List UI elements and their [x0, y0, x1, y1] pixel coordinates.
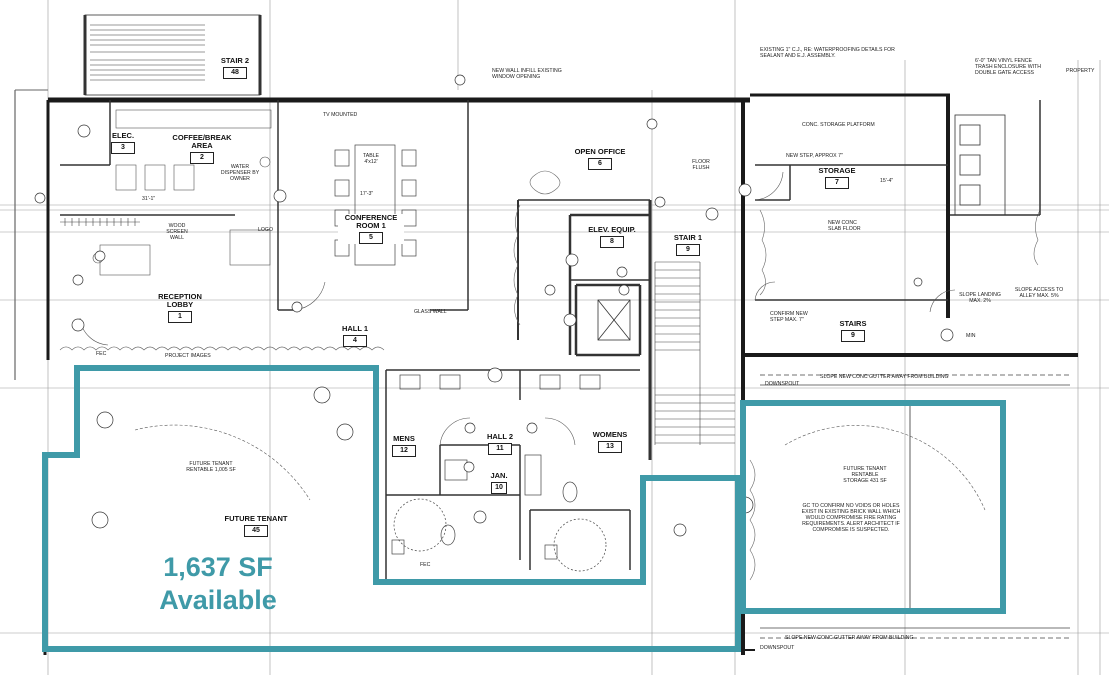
room-future-tenant: FUTURE TENANT 45 — [218, 515, 294, 537]
room-number: 48 — [223, 66, 247, 79]
room-name: FUTURE TENANT — [224, 514, 288, 523]
room-name: STAIRS — [839, 319, 867, 328]
room-name: STORAGE — [818, 166, 856, 175]
note-dim-17-3: 17'-3" — [360, 191, 374, 197]
room-name: COFFEE/BREAK AREA — [172, 133, 232, 150]
room-number: 6 — [588, 157, 612, 170]
note-tv: TV MOUNTED — [323, 112, 358, 118]
note-slope-gutter-bottom: SLOPE NEW CONC GUTTER AWAY FROM BUILDING — [785, 635, 914, 641]
note-conc-platform: CONC. STORAGE PLATFORM — [802, 122, 875, 128]
trash-enclosure — [950, 100, 1041, 216]
room-number: 4 — [343, 334, 367, 347]
note-downspout-top: DOWNSPOUT — [765, 381, 800, 387]
callout-markers — [34, 74, 954, 537]
room-name: MENS — [393, 434, 415, 443]
room-name: OPEN OFFICE — [574, 147, 626, 156]
room-number: 9 — [841, 329, 865, 342]
room-name: STAIR 1 — [673, 233, 703, 242]
room-conference: CONFERENCE ROOM 1 5 — [338, 214, 404, 244]
note-slope-landing: SLOPE LANDING MAX. 2% — [959, 292, 1001, 304]
room-stair-1: STAIR 1 9 — [668, 234, 708, 256]
note-wood-screen: WOOD SCREEN WALL — [166, 223, 188, 241]
note-fec-left: FEC — [96, 351, 107, 357]
room-hall-1: HALL 1 4 — [335, 325, 375, 347]
note-water: WATER DISPENSER BY OWNER — [220, 164, 260, 182]
room-stairs: STAIRS 9 — [830, 320, 876, 342]
note-existing-cj: EXISTING 1" C.J., RE: WATERPROOFING DETA… — [760, 47, 895, 59]
note-table: TABLE 4'x12' — [362, 153, 380, 165]
room-name: RECEPTION LOBBY — [158, 292, 202, 309]
room-number: 7 — [825, 176, 849, 189]
note-confirm-step: CONFIRM NEW STEP MAX. 7" — [770, 311, 808, 323]
note-future-rentable: FUTURE TENANT RENTABLE 1,005 SF — [186, 461, 236, 473]
room-coffee: COFFEE/BREAK AREA 2 — [168, 134, 236, 164]
room-number: 12 — [392, 444, 416, 457]
available-space-outline — [42, 365, 1006, 652]
note-new-wall: NEW WALL INFILL EXISTING WINDOW OPENING — [492, 68, 562, 80]
room-number: 11 — [488, 442, 512, 455]
room-stair-2: STAIR 2 48 — [210, 57, 260, 79]
note-dim-15-4: 15'-4" — [880, 178, 894, 184]
note-logo: LOGO — [258, 227, 273, 233]
note-fec-restroom: FEC — [420, 562, 431, 568]
note-fence: 6'-0" TAN VINYL FENCE TRASH ENCLOSURE WI… — [975, 58, 1042, 76]
room-number: 13 — [598, 440, 622, 453]
room-reception: RECEPTION LOBBY 1 — [148, 293, 212, 323]
note-downspout-bottom: DOWNSPOUT — [760, 645, 795, 651]
room-number: 45 — [244, 524, 268, 537]
available-label: Available — [159, 585, 277, 615]
room-name: WOMENS — [592, 430, 628, 439]
room-name: ELEV. EQUIP. — [588, 225, 636, 234]
interior-walls — [60, 100, 948, 612]
room-storage: STORAGE 7 — [812, 167, 862, 189]
landscape-clouds — [59, 170, 1041, 581]
wood-screen-wall — [60, 218, 140, 226]
note-glass-wall: GLASS WALL — [414, 309, 447, 315]
note-floor-flush: FLOOR FLUSH — [692, 159, 710, 171]
note-property: PROPERTY — [1066, 68, 1095, 74]
room-number: 1 — [168, 310, 192, 323]
room-elec: ELEC. 3 — [108, 132, 138, 154]
gutter-lines — [760, 374, 1070, 639]
note-slope-alley: SLOPE ACCESS TO ALLEY MAX. 5% — [1014, 287, 1064, 299]
room-number: 5 — [359, 231, 383, 244]
room-elev-equip: ELEV. EQUIP. 8 — [582, 226, 642, 248]
note-future-storage: FUTURE TENANT RENTABLE STORAGE 431 SF — [843, 466, 887, 484]
room-womens: WOMENS 13 — [588, 431, 632, 453]
room-number: 8 — [600, 235, 624, 248]
room-name: ELEC. — [111, 131, 135, 140]
room-name: CONFERENCE ROOM 1 — [344, 213, 398, 230]
room-name: STAIR 2 — [220, 56, 250, 65]
room-number: 10 — [491, 481, 507, 494]
available-sf-callout: 1,637 SF Available — [138, 551, 298, 617]
note-project-images: PROJECT IMAGES — [165, 353, 211, 359]
available-sf: 1,637 SF — [163, 552, 273, 582]
room-number: 3 — [111, 141, 135, 154]
room-jan: JAN. 10 — [486, 472, 512, 494]
room-name: HALL 1 — [341, 324, 369, 333]
stair-2-block — [83, 14, 262, 96]
room-number: 2 — [190, 151, 214, 164]
note-new-slab: NEW CONC SLAB FLOOR — [828, 220, 861, 232]
note-slope-gutter-top: SLOPE NEW CONC GUTTER AWAY FROM BUILDING — [820, 374, 949, 380]
room-number: 9 — [676, 243, 700, 256]
note-dim-31-1: 31'-1" — [142, 196, 156, 202]
room-hall-2: HALL 2 11 — [482, 433, 518, 455]
room-mens: MENS 12 — [386, 435, 422, 457]
note-gc-confirm: GC TO CONFIRM NO VOIDS OR HOLES EXIST IN… — [801, 503, 901, 533]
room-name: JAN. — [490, 471, 508, 480]
room-name: HALL 2 — [486, 432, 514, 441]
note-min: MIN — [966, 333, 976, 339]
stair-1-treads — [654, 261, 735, 445]
room-open-office: OPEN OFFICE 6 — [570, 148, 630, 170]
note-new-step: NEW STEP, APPROX 7" — [786, 153, 843, 159]
